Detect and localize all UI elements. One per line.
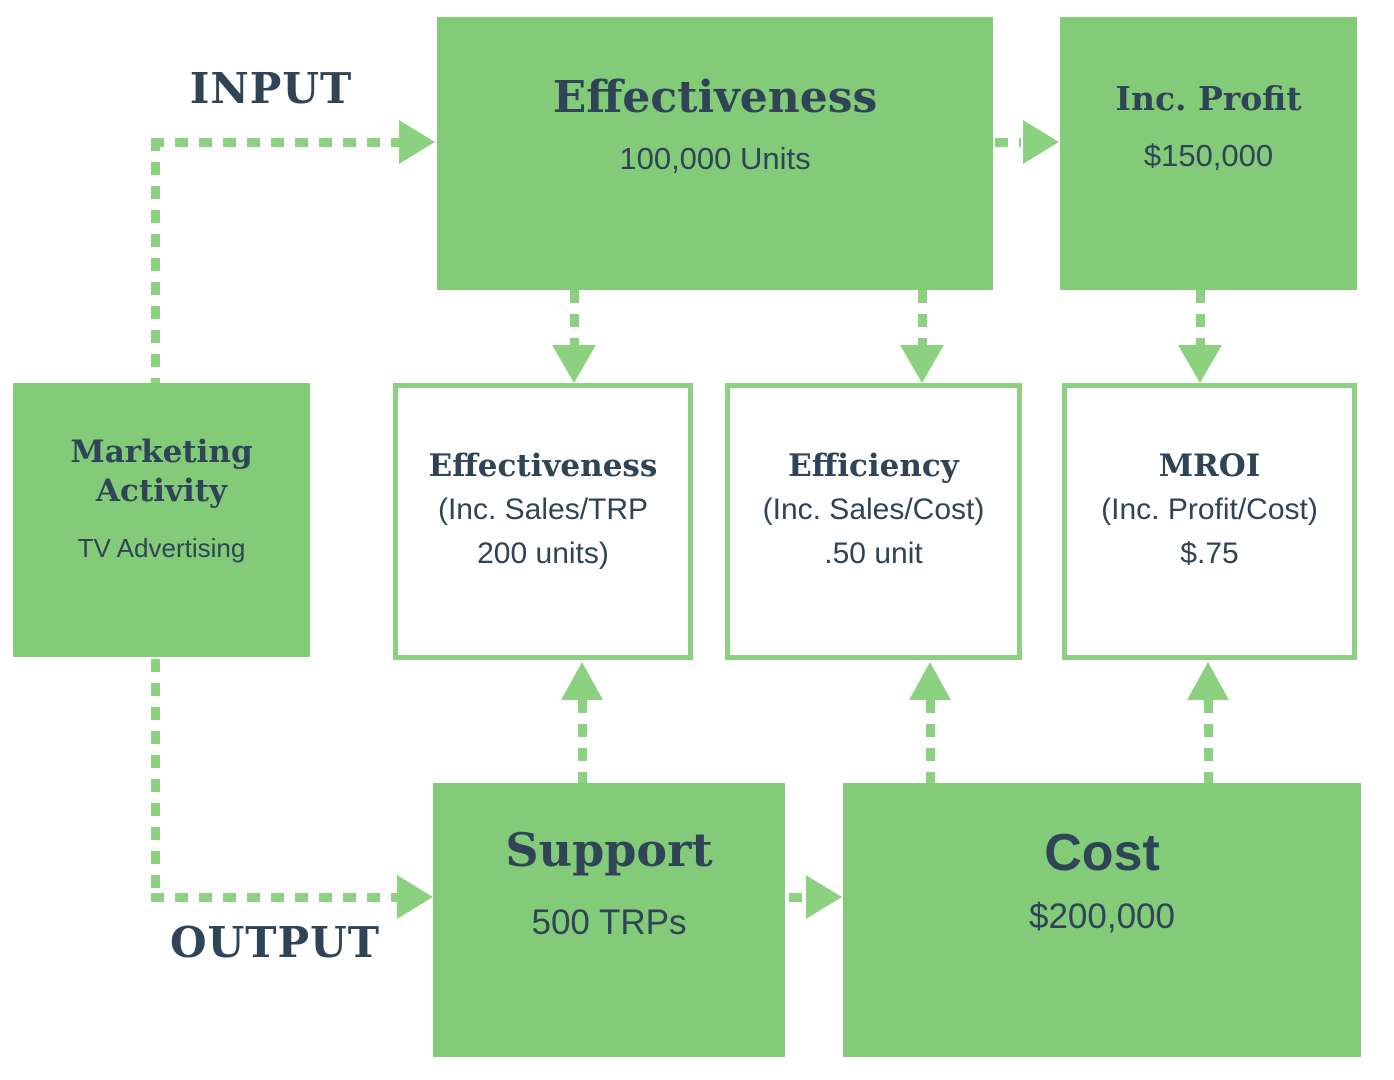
arrow-up2-segment <box>926 700 935 783</box>
arrow-down1-arrowhead-icon <box>552 345 596 383</box>
arrow-output-vertical-segment <box>151 659 160 902</box>
arrow-down1-segment <box>570 290 579 345</box>
efficiency-metric-formula-line2: .50 unit <box>824 536 923 570</box>
cost-box: Cost $200,000 <box>843 783 1361 1057</box>
effectiveness-input-value: 100,000 Units <box>619 141 811 176</box>
efficiency-metric-box: Efficiency (Inc. Sales/Cost) .50 unit <box>725 383 1022 660</box>
inc-profit-value: $150,000 <box>1143 138 1274 173</box>
effectiveness-metric-formula-line2: 200 units) <box>477 536 609 570</box>
arrow-output-horizontal-segment <box>151 893 399 902</box>
effectiveness-input-box: Effectiveness 100,000 Units <box>437 17 993 290</box>
mroi-metric-formula-line1: (Inc. Profit/Cost) <box>1101 493 1318 526</box>
arrow-effprofit-arrowhead-icon <box>1023 120 1059 164</box>
effectiveness-input-title: Effectiveness <box>552 72 878 123</box>
support-value: 500 TRPs <box>531 903 687 942</box>
cost-value: $200,000 <box>1029 897 1175 936</box>
arrow-down3-segment <box>1196 290 1205 345</box>
inc-profit-box: Inc. Profit $150,000 <box>1060 17 1357 290</box>
inc-profit-title: Inc. Profit <box>1115 79 1302 118</box>
input-label: INPUT <box>189 64 353 113</box>
arrow-effprofit-segment <box>995 138 1021 147</box>
mroi-metric-formula-line2: $.75 <box>1180 536 1239 570</box>
arrow-input-vertical-segment <box>151 138 160 383</box>
arrow-input-arrowhead-icon <box>399 120 435 164</box>
marketing-activity-value: TV Advertising <box>77 532 246 563</box>
support-box: Support 500 TRPs <box>433 783 785 1057</box>
arrow-up1-arrowhead-icon <box>561 662 603 700</box>
cost-title: Cost <box>1044 824 1160 882</box>
output-label: OUTPUT <box>170 918 380 967</box>
efficiency-metric-formula-line1: (Inc. Sales/Cost) <box>762 493 985 526</box>
arrow-output-arrowhead-icon <box>397 875 433 919</box>
mroi-metric-title: MROI <box>1158 448 1261 484</box>
arrow-input-horizontal-segment <box>151 138 399 147</box>
marketing-activity-box: Marketing Activity TV Advertising <box>13 383 310 657</box>
support-title: Support <box>505 823 713 877</box>
marketing-activity-title-line1: Marketing <box>70 434 253 470</box>
mroi-metric-box: MROI (Inc. Profit/Cost) $.75 <box>1062 383 1357 660</box>
effectiveness-metric-box: Effectiveness (Inc. Sales/TRP 200 units) <box>393 383 693 660</box>
arrow-up1-segment <box>578 700 587 783</box>
arrow-supportcost-segment <box>789 893 805 902</box>
arrow-up3-arrowhead-icon <box>1187 662 1229 700</box>
arrow-down2-arrowhead-icon <box>900 345 944 383</box>
arrow-up3-segment <box>1204 700 1213 783</box>
effectiveness-metric-title: Effectiveness <box>428 448 658 484</box>
arrow-down2-segment <box>918 290 927 345</box>
arrow-supportcost-arrowhead-icon <box>806 875 842 919</box>
efficiency-metric-title: Efficiency <box>788 448 959 484</box>
arrow-down3-arrowhead-icon <box>1178 345 1222 383</box>
arrow-up2-arrowhead-icon <box>909 662 951 700</box>
effectiveness-metric-formula-line1: (Inc. Sales/TRP <box>437 493 649 526</box>
marketing-activity-title-line2: Activity <box>95 472 228 509</box>
